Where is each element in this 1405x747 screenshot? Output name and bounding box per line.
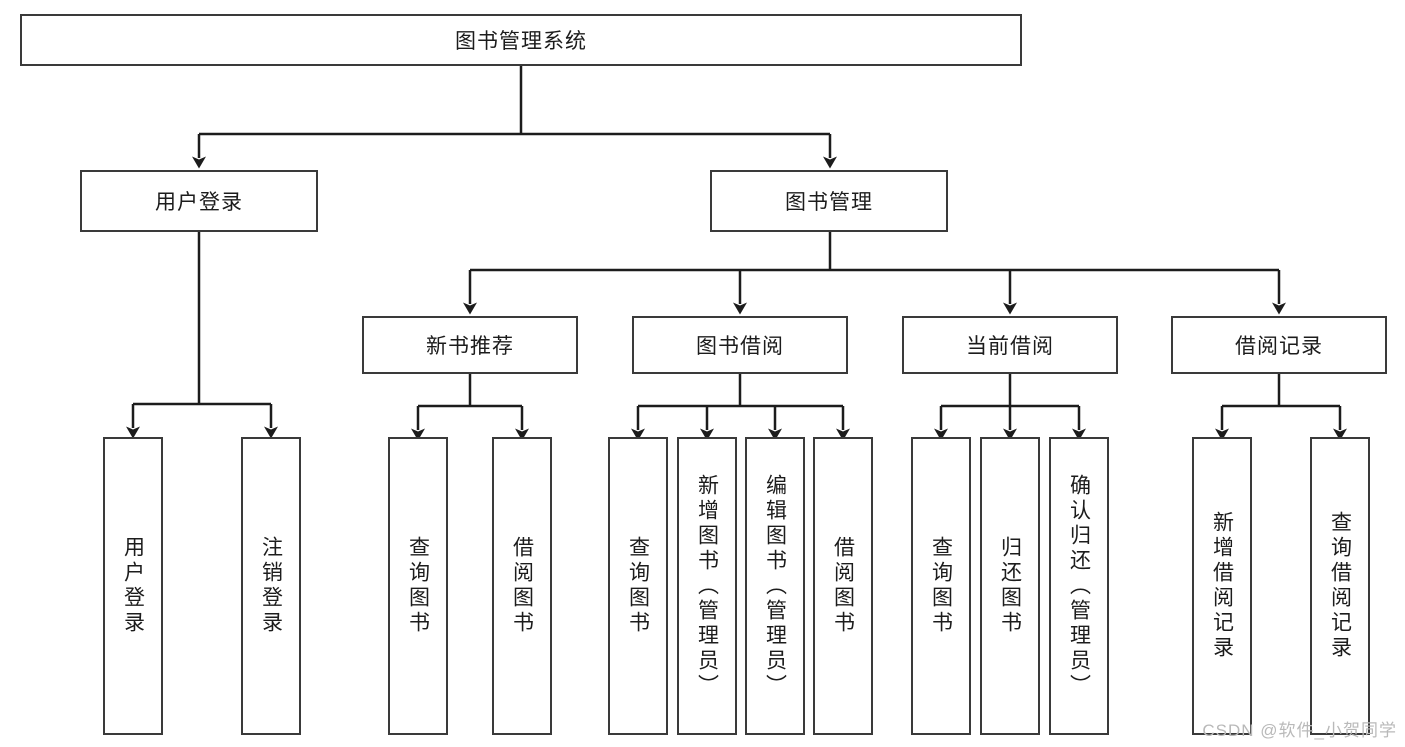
- node-book-borrow[interactable]: 图书借阅: [632, 316, 848, 374]
- node-label: 新增借阅记录: [1210, 511, 1234, 661]
- node-label: 借阅记录: [1235, 335, 1323, 358]
- node-label: 确认归还（管理员）: [1067, 473, 1091, 699]
- node-label: 查询借阅记录: [1328, 511, 1352, 661]
- node-user-login[interactable]: 用户登录: [80, 170, 318, 232]
- node-label: 借阅图书: [510, 536, 534, 636]
- node-leaf-query-book-borrow[interactable]: 查询图书: [608, 437, 668, 735]
- node-leaf-logout[interactable]: 注销登录: [241, 437, 301, 735]
- node-leaf-add-book-admin[interactable]: 新增图书（管理员）: [677, 437, 737, 735]
- node-root-book-management-system[interactable]: 图书管理系统: [20, 14, 1022, 66]
- node-book-management[interactable]: 图书管理: [710, 170, 948, 232]
- node-leaf-edit-book-admin[interactable]: 编辑图书（管理员）: [745, 437, 805, 735]
- node-label: 编辑图书（管理员）: [763, 473, 787, 699]
- node-label: 新书推荐: [426, 335, 514, 358]
- node-label: 新增图书（管理员）: [695, 473, 719, 699]
- node-label: 当前借阅: [966, 335, 1054, 358]
- node-current-borrow[interactable]: 当前借阅: [902, 316, 1118, 374]
- node-label: 图书管理系统: [455, 30, 587, 53]
- node-label: 查询图书: [626, 536, 650, 636]
- node-label: 查询图书: [929, 536, 953, 636]
- node-label: 归还图书: [998, 536, 1022, 636]
- node-label: 图书借阅: [696, 335, 784, 358]
- node-leaf-borrow-book-recommend[interactable]: 借阅图书: [492, 437, 552, 735]
- node-label: 借阅图书: [831, 536, 855, 636]
- node-leaf-query-borrow-record[interactable]: 查询借阅记录: [1310, 437, 1370, 735]
- node-label: 图书管理: [785, 191, 873, 214]
- node-leaf-add-borrow-record[interactable]: 新增借阅记录: [1192, 437, 1252, 735]
- node-leaf-query-book-current[interactable]: 查询图书: [911, 437, 971, 735]
- node-label: 查询图书: [406, 536, 430, 636]
- node-leaf-query-book-recommend[interactable]: 查询图书: [388, 437, 448, 735]
- node-leaf-confirm-return-admin[interactable]: 确认归还（管理员）: [1049, 437, 1109, 735]
- node-new-book-recommend[interactable]: 新书推荐: [362, 316, 578, 374]
- node-borrow-record[interactable]: 借阅记录: [1171, 316, 1387, 374]
- node-label: 注销登录: [259, 536, 283, 636]
- node-leaf-user-login[interactable]: 用户登录: [103, 437, 163, 735]
- node-label: 用户登录: [155, 191, 243, 214]
- node-leaf-return-book[interactable]: 归还图书: [980, 437, 1040, 735]
- node-leaf-borrow-book[interactable]: 借阅图书: [813, 437, 873, 735]
- node-label: 用户登录: [121, 536, 145, 636]
- watermark: CSDN @软件_小贺同学: [1202, 721, 1397, 740]
